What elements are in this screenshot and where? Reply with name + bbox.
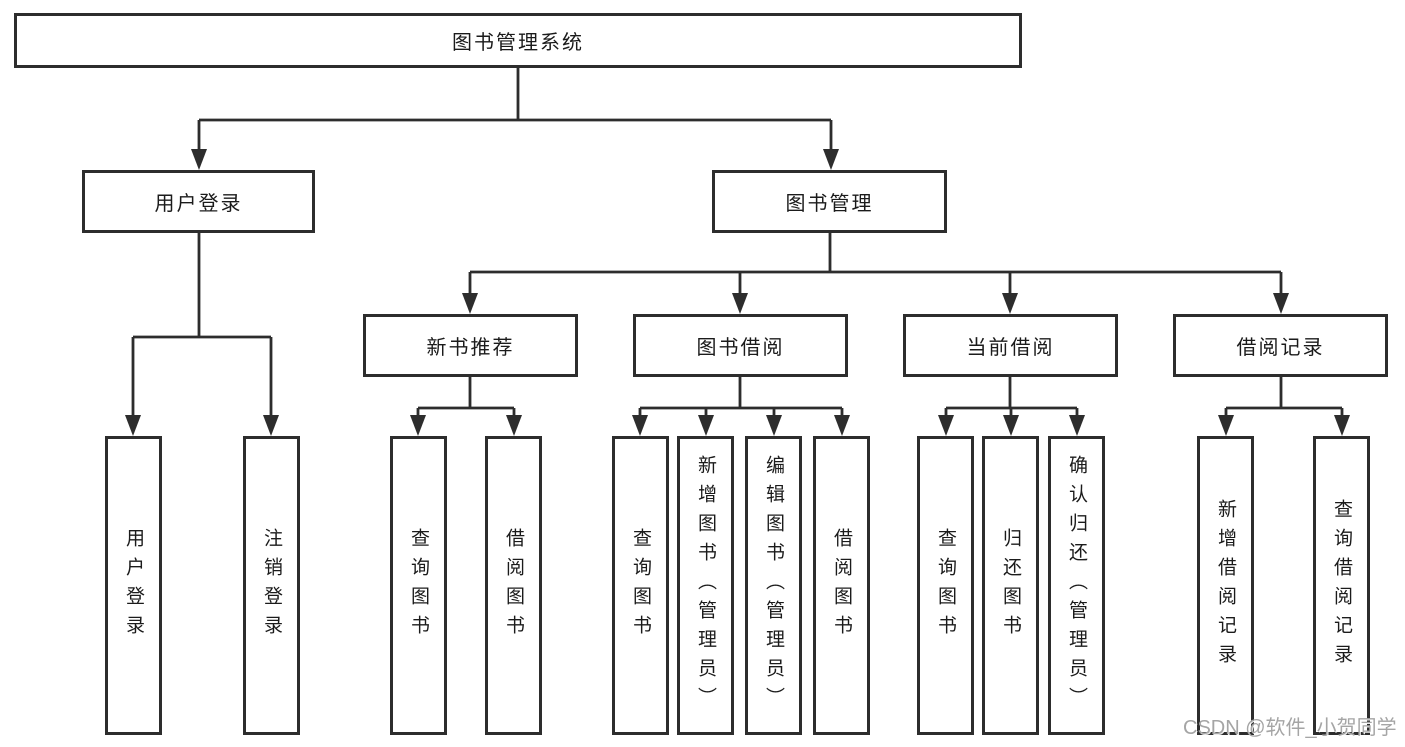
leaf-confirm-return-admin: 确认归还（管理员） [1048, 436, 1105, 735]
leaf-user-login-label: 用户登录 [123, 527, 144, 644]
node-book-borrow-label: 图书借阅 [696, 337, 785, 359]
leaf-query-books-recommend-label: 查询图书 [408, 527, 429, 644]
leaf-query-books-borrow: 查询图书 [612, 436, 669, 735]
node-new-book-recommend-label: 新书推荐 [426, 337, 515, 359]
node-user-login: 用户登录 [82, 170, 315, 233]
leaf-borrow-books: 借阅图书 [813, 436, 870, 735]
connector-strokes [131, 68, 1344, 418]
node-book-borrow: 图书借阅 [633, 314, 848, 377]
leaf-add-books-admin: 新增图书（管理员） [677, 436, 734, 735]
leaf-borrow-books-recommend: 借阅图书 [485, 436, 542, 735]
leaf-query-borrow-record: 查询借阅记录 [1313, 436, 1370, 735]
leaf-borrow-books-label: 借阅图书 [831, 527, 852, 644]
leaf-confirm-return-admin-label: 确认归还（管理员） [1066, 455, 1087, 716]
leaf-logout-label: 注销登录 [261, 527, 282, 644]
csdn-watermark: CSDN @软件_小贺同学 [1183, 717, 1397, 739]
leaf-query-borrow-record-label: 查询借阅记录 [1331, 498, 1352, 673]
arrowheads [125, 149, 1350, 436]
node-library-system-label: 图书管理系统 [452, 32, 584, 54]
node-book-management-label: 图书管理 [785, 193, 874, 215]
leaf-edit-books-admin-label: 编辑图书（管理员） [763, 455, 784, 716]
leaf-add-borrow-record: 新增借阅记录 [1197, 436, 1254, 735]
leaf-add-books-admin-label: 新增图书（管理员） [695, 455, 716, 716]
leaf-query-books-current-label: 查询图书 [935, 527, 956, 644]
leaf-edit-books-admin: 编辑图书（管理员） [745, 436, 802, 735]
leaf-query-books-current: 查询图书 [917, 436, 974, 735]
leaf-add-borrow-record-label: 新增借阅记录 [1215, 498, 1236, 673]
leaf-return-books: 归还图书 [982, 436, 1039, 735]
node-library-system: 图书管理系统 [14, 13, 1022, 68]
node-user-login-label: 用户登录 [154, 193, 243, 215]
node-new-book-recommend: 新书推荐 [363, 314, 578, 377]
leaf-query-books-recommend: 查询图书 [390, 436, 447, 735]
node-current-borrow: 当前借阅 [903, 314, 1118, 377]
leaf-logout: 注销登录 [243, 436, 300, 735]
node-book-management: 图书管理 [712, 170, 947, 233]
leaf-return-books-label: 归还图书 [1000, 527, 1021, 644]
node-borrow-records: 借阅记录 [1173, 314, 1388, 377]
node-current-borrow-label: 当前借阅 [966, 337, 1055, 359]
leaf-user-login: 用户登录 [105, 436, 162, 735]
leaf-borrow-books-recommend-label: 借阅图书 [503, 527, 524, 644]
leaf-query-books-borrow-label: 查询图书 [630, 527, 651, 644]
node-borrow-records-label: 借阅记录 [1236, 337, 1325, 359]
